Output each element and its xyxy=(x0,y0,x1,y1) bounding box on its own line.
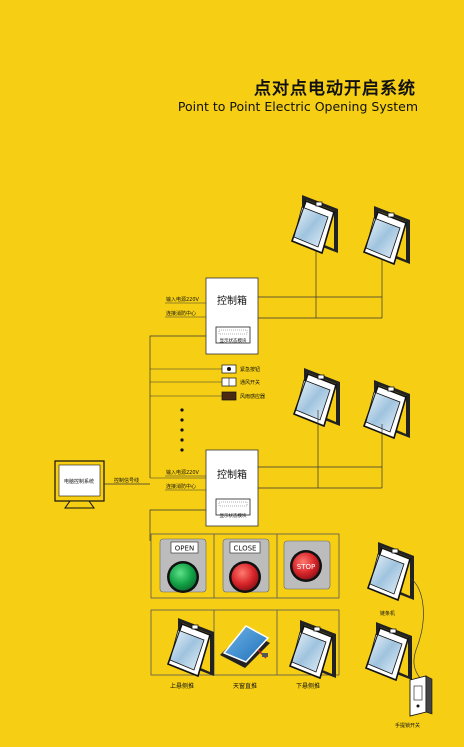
input-power-label: 输入电源220V xyxy=(166,296,200,303)
window-icon xyxy=(291,194,339,254)
control-box-top: 控制箱 显示状态模块 xyxy=(205,277,259,355)
computer-icon: 电脑控制系统 xyxy=(54,460,105,509)
control-box-title: 控制箱 xyxy=(217,468,247,481)
window-icon xyxy=(367,541,415,601)
emergency-button-label: 紧急按钮 xyxy=(240,366,260,373)
rain-sensor-device: 风雨感应器 xyxy=(221,391,265,401)
top-hung-window-icon xyxy=(167,617,215,677)
close-button[interactable]: CLOSE xyxy=(222,538,270,593)
open-button[interactable]: OPEN xyxy=(159,538,207,593)
window-icon xyxy=(363,205,411,265)
window-icon xyxy=(365,621,413,681)
open-label: OPEN xyxy=(175,545,194,553)
window-icon xyxy=(293,367,341,427)
fire-center-label: 连接消防中心 xyxy=(166,310,196,317)
control-box-bottom: 控制箱 显示状态模块 xyxy=(205,449,259,527)
skylight-window-icon xyxy=(220,625,270,668)
button-panel xyxy=(150,533,340,599)
signal-line-label: 控制信号线 xyxy=(114,477,139,484)
chain-opener-label: 链条机 xyxy=(380,610,395,617)
fire-center-label: 连接消防中心 xyxy=(166,483,196,490)
vent-switch-device: 通风开关 xyxy=(221,377,260,387)
display-module-label: 显示状态模块 xyxy=(220,512,247,519)
ellipsis-dots xyxy=(180,408,184,452)
page-subtitle: Point to Point Electric Opening System xyxy=(177,99,418,114)
computer-label: 电脑控制系统 xyxy=(64,478,94,485)
manual-switch-label: 手提锁开关 xyxy=(395,722,420,729)
bottom-hung-label: 下悬侧推 xyxy=(296,682,320,690)
window-icon xyxy=(363,379,411,439)
vent-switch-label: 通风开关 xyxy=(240,379,260,386)
page-title: 点对点电动开启系统 xyxy=(254,79,416,99)
stop-button[interactable]: STOP xyxy=(283,540,331,590)
display-module-label: 显示状态模块 xyxy=(220,337,247,344)
control-box-title: 控制箱 xyxy=(217,294,247,307)
input-power-label: 输入电源220V xyxy=(166,469,200,476)
bottom-hung-window-icon xyxy=(289,619,337,679)
manual-switch-icon xyxy=(409,675,433,717)
stop-label: STOP xyxy=(297,563,315,571)
close-label: CLOSE xyxy=(234,545,257,553)
rain-sensor-label: 风雨感应器 xyxy=(240,393,265,400)
top-hung-label: 上悬侧推 xyxy=(170,682,194,690)
emergency-button-device: 紧急按钮 xyxy=(221,364,260,374)
skylight-label: 天窗直推 xyxy=(233,682,257,690)
